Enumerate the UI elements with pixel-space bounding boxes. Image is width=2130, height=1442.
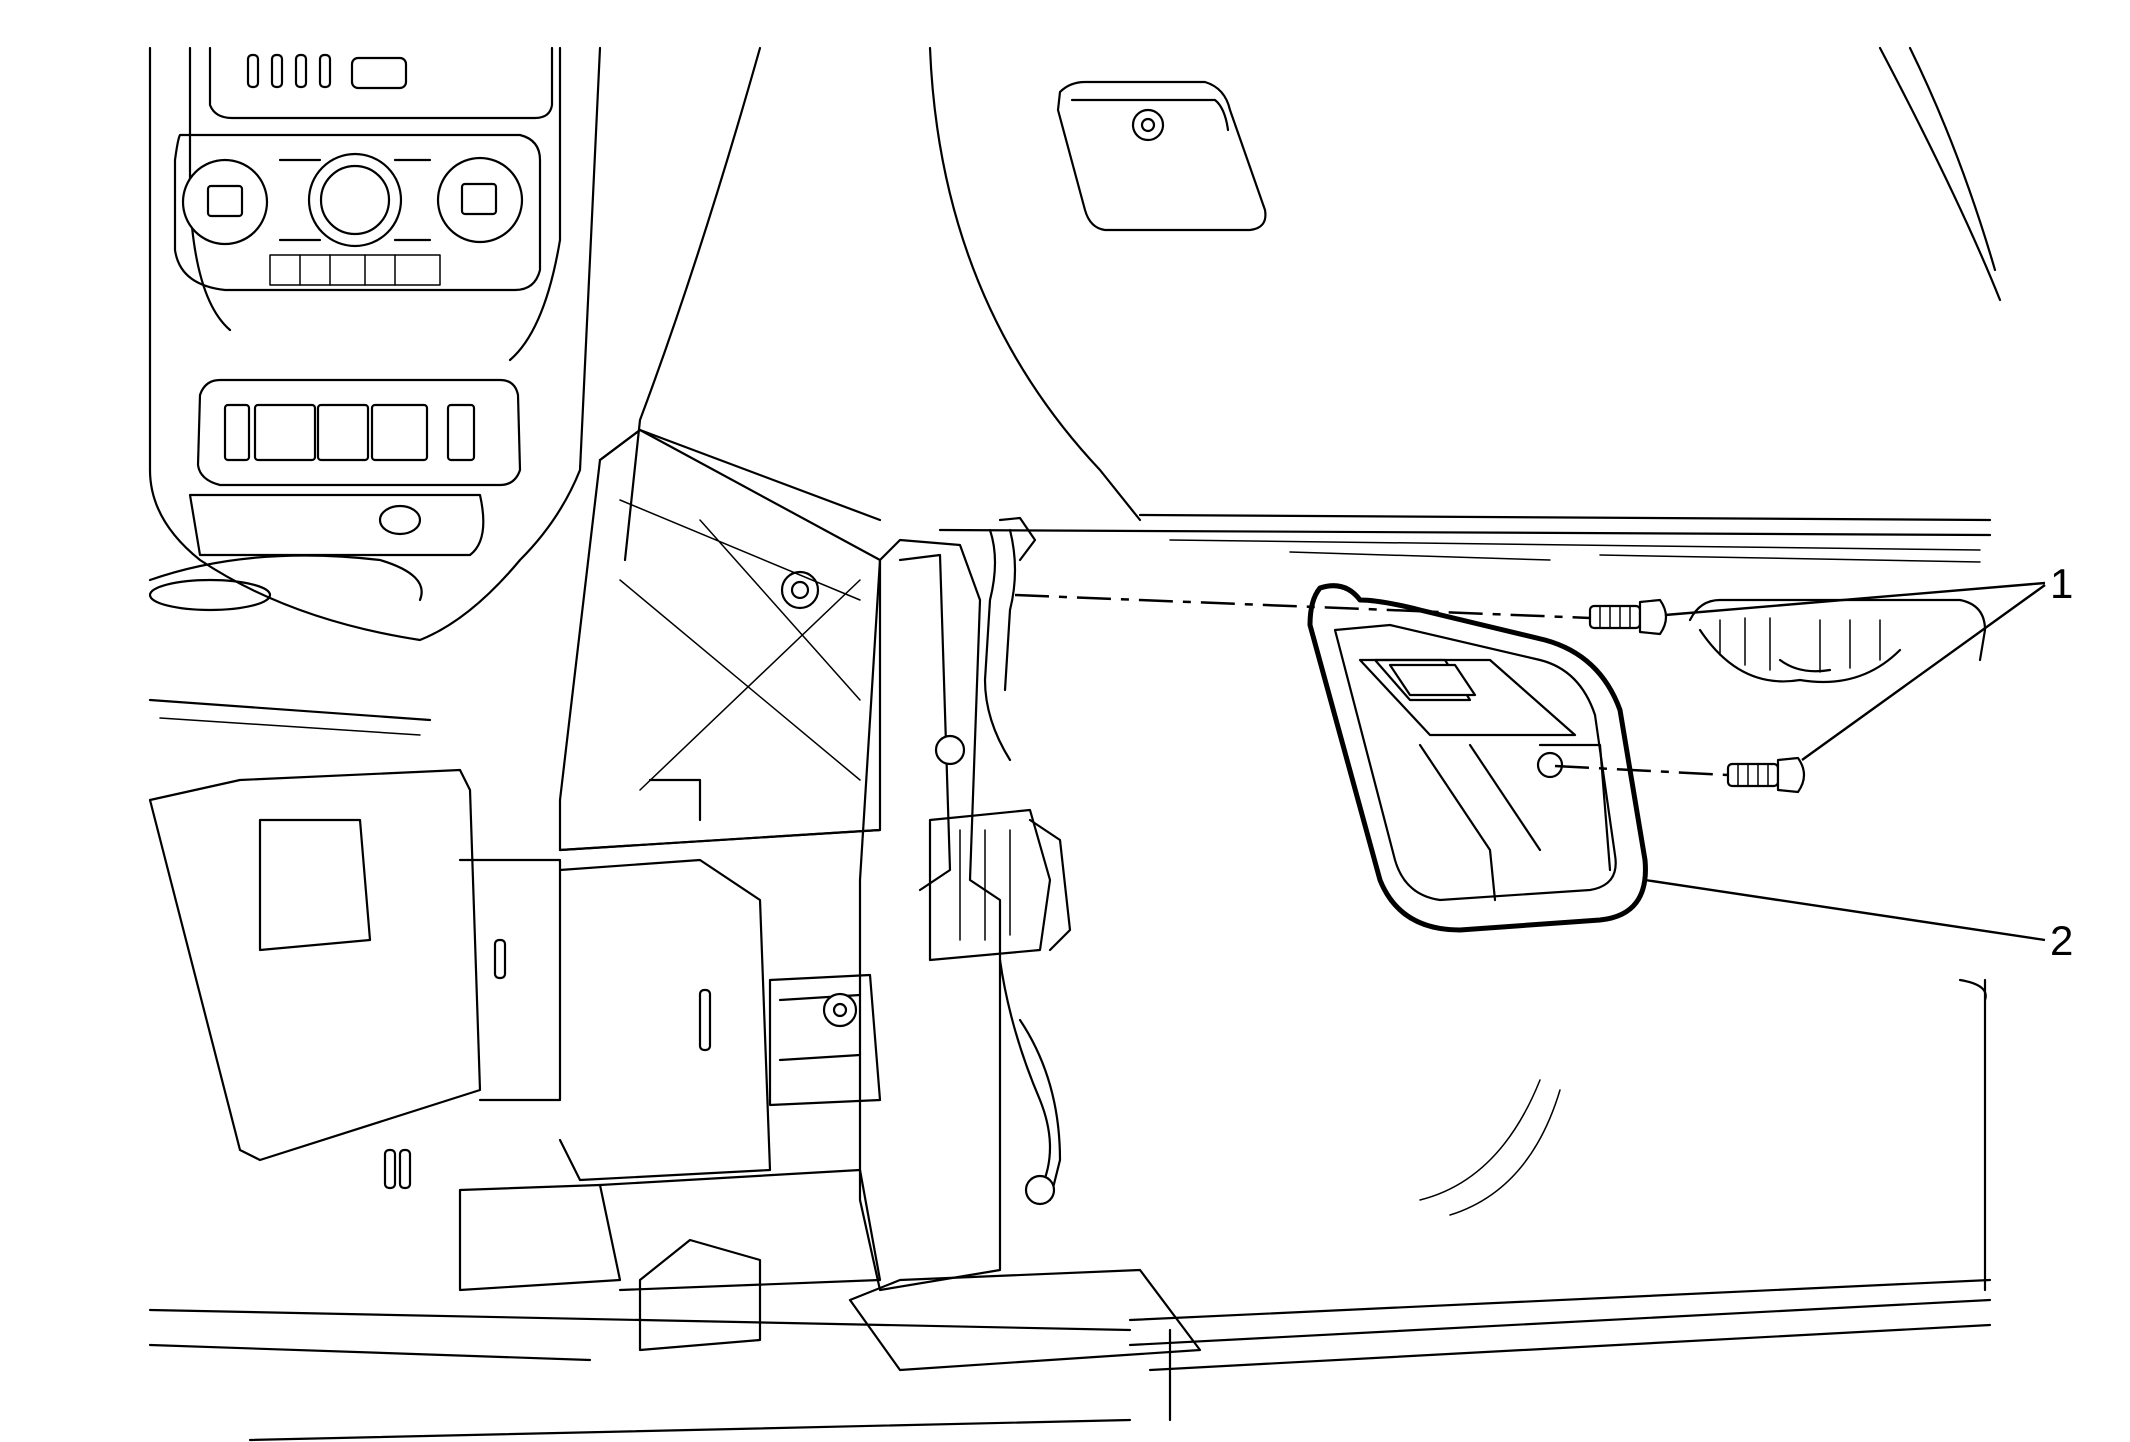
bolt-lower — [1726, 756, 1806, 794]
climate-control-panel — [173, 133, 542, 292]
lower-left-panel — [148, 768, 772, 1182]
floor-console-block — [383, 1148, 1202, 1372]
bolt-upper — [1588, 598, 1668, 636]
center-stack — [148, 46, 602, 736]
wiring-harness — [983, 516, 1037, 762]
callout-leaders — [1644, 581, 2046, 942]
callout-label-1: 1 — [2050, 560, 2073, 607]
switch-bank — [196, 378, 522, 487]
knee-bolster-bracket — [1307, 583, 1648, 933]
hazard-button — [350, 56, 408, 90]
callout-label-2: 2 — [2050, 917, 2073, 964]
center-support — [858, 538, 1072, 1292]
floor-sill — [148, 978, 1992, 1442]
glove-box-latch — [1056, 80, 1267, 232]
hvac-module — [1688, 598, 1987, 684]
dash-panel — [623, 46, 2002, 563]
vent-slots — [246, 53, 332, 89]
lower-mount-bracket — [768, 973, 882, 1107]
alignment-lines — [1014, 593, 1729, 777]
support-bracket — [558, 428, 882, 852]
